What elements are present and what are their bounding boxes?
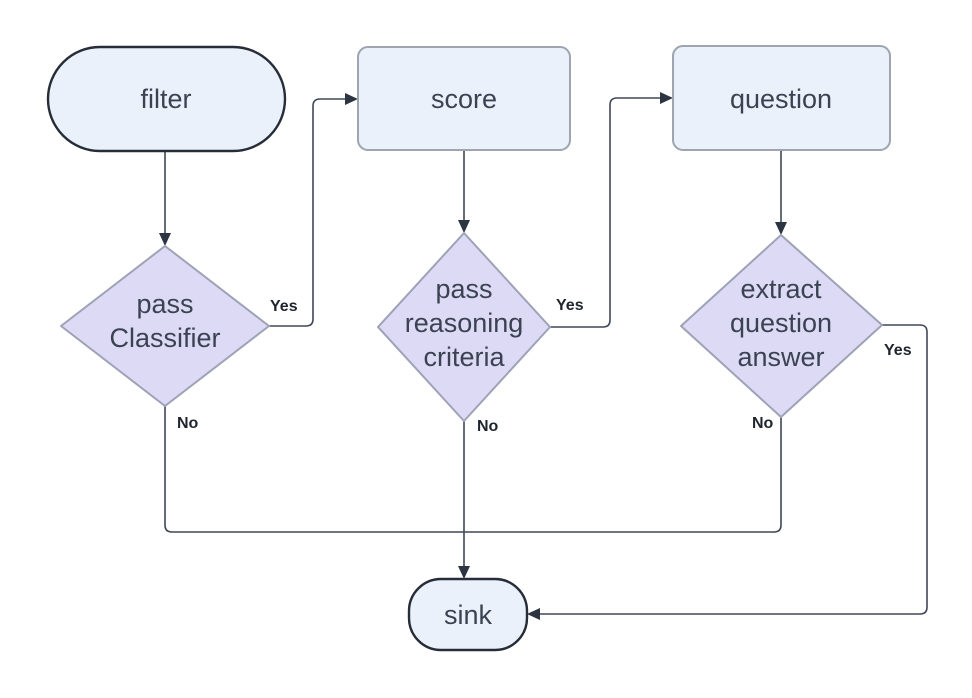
arrowhead-right-icon [345, 93, 358, 105]
pass-classifier-line2: Classifier [109, 323, 220, 353]
edge-label-extract-yes: Yes [884, 342, 912, 359]
pass-reasoning-shape [377, 232, 551, 422]
arrowhead-down-icon [159, 233, 171, 246]
edge-extract-no-to-sink [464, 417, 782, 533]
pass-classifier-shape [60, 245, 270, 407]
node-question: question [672, 45, 891, 151]
edge-label-reasoning-yes: Yes [556, 297, 584, 314]
pass-classifier-line1: pass [136, 289, 193, 319]
pass-reasoning-line3: criteria [423, 342, 505, 372]
edge-label-extract-no: No [752, 415, 774, 432]
pass-reasoning-line1: pass [435, 274, 492, 304]
extract-qa-line3: answer [737, 342, 824, 372]
filter-label: filter [140, 84, 191, 114]
sink-label: sink [444, 600, 493, 630]
arrowhead-down-icon [458, 566, 470, 579]
pass-reasoning-line2: reasoning [405, 308, 524, 338]
node-pass-classifier: pass Classifier [60, 245, 270, 407]
edge-label-reasoning-no: No [477, 418, 499, 435]
score-shape [357, 46, 571, 151]
node-filter: filter [46, 45, 287, 153]
filter-shape [46, 45, 287, 153]
edge-classifier-yes-to-score [269, 98, 345, 327]
edge-extract-yes-to-sink [540, 324, 928, 615]
node-score: score [357, 46, 571, 151]
extract-qa-line2: question [730, 308, 832, 338]
question-label: question [730, 84, 832, 114]
arrowhead-down-icon [775, 222, 787, 235]
edge-label-classifier-no: No [177, 415, 199, 432]
edges [159, 92, 928, 620]
sink-shape [407, 577, 529, 652]
node-extract-qa: extract question answer [680, 234, 883, 418]
edge-label-classifier-yes: Yes [270, 298, 298, 315]
arrowhead-left-icon [527, 608, 540, 620]
score-label: score [431, 84, 497, 114]
extract-qa-line1: extract [740, 274, 822, 304]
arrowhead-right-icon [660, 92, 673, 104]
edge-reasoning-yes-to-question [550, 97, 660, 328]
edge-classifier-no-to-sink [164, 406, 464, 533]
extract-qa-shape [680, 234, 883, 418]
node-pass-reasoning: pass reasoning criteria [377, 232, 551, 422]
question-shape [672, 45, 891, 151]
node-sink: sink [407, 577, 529, 652]
arrowhead-down-icon [458, 220, 470, 233]
